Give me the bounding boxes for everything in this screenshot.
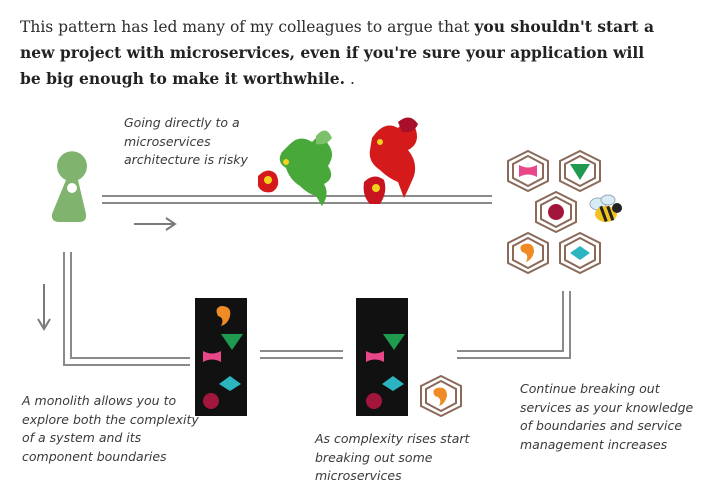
emphasis-text: you shouldn't start a new project with m… bbox=[20, 17, 654, 88]
orange-service-icon bbox=[433, 387, 447, 406]
microservices-diagram: Going directly to a microservices archit… bbox=[0, 100, 702, 492]
green-dragon-icon bbox=[258, 130, 332, 206]
pink-service-icon bbox=[519, 165, 537, 177]
hexagon-icon bbox=[507, 231, 549, 275]
caption-continue: Continue breaking out services as your k… bbox=[520, 381, 694, 452]
intro-paragraph: This pattern has led many of my colleagu… bbox=[20, 14, 670, 92]
middle-pipe bbox=[260, 350, 343, 359]
hexagon-icon bbox=[559, 149, 601, 193]
hexagon-icon bbox=[535, 190, 577, 234]
caption-direct-risky: Going directly to a microservices archit… bbox=[124, 115, 248, 167]
person-icon bbox=[51, 151, 87, 222]
bee-icon bbox=[589, 194, 622, 222]
intro-text: This pattern has led many of my colleagu… bbox=[20, 18, 475, 36]
hexagon-icon bbox=[507, 149, 549, 193]
green-service-icon bbox=[570, 164, 590, 180]
caption-breaking-out: As complexity rises start breaking out s… bbox=[315, 431, 470, 483]
right-arrow-icon bbox=[134, 217, 177, 231]
diagram-graphic bbox=[37, 117, 622, 418]
caption-monolith: A monolith allows you to explore both th… bbox=[22, 393, 199, 464]
hexagon-cluster bbox=[507, 149, 601, 275]
hexagon-icon bbox=[559, 231, 601, 275]
trailing-text: . bbox=[345, 70, 355, 88]
growth-path-pipe bbox=[457, 291, 571, 359]
teal-service-icon bbox=[570, 246, 590, 260]
direct-path-pipe bbox=[102, 195, 492, 204]
hexagon-icon bbox=[420, 374, 462, 418]
monolith-block-icon bbox=[195, 298, 247, 416]
maroon-service-icon bbox=[548, 204, 564, 220]
monolith-path-pipe bbox=[63, 252, 190, 366]
monolith-block-icon bbox=[356, 298, 408, 416]
orange-service-icon bbox=[520, 243, 534, 262]
down-arrow-icon bbox=[37, 284, 51, 331]
red-dragon-icon bbox=[363, 117, 418, 204]
